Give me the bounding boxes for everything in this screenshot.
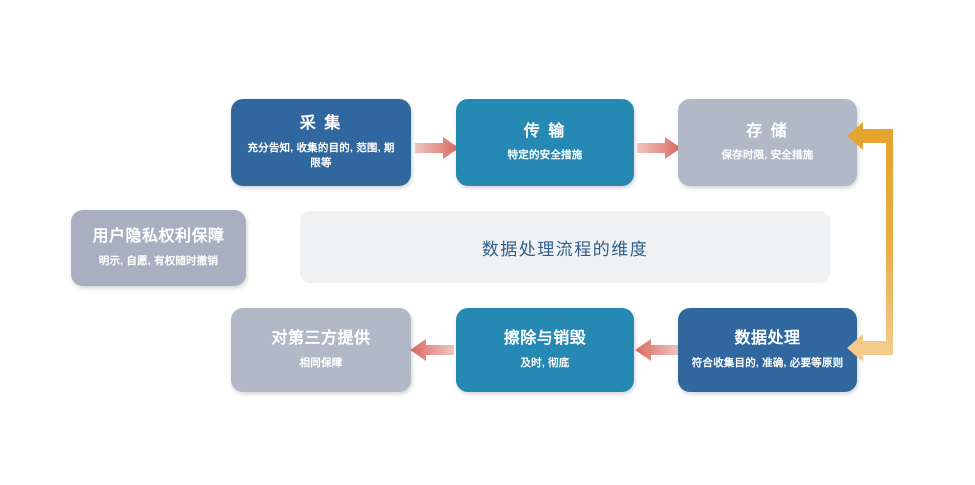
node-destroy-subtitle: 及时, 彻底 [520,356,570,369]
node-collect-subtitle: 充分告知, 收集的目的, 范围, 期限等 [247,141,395,170]
center-label-text: 数据处理流程的维度 [481,239,649,259]
node-store-title: 存 储 [746,122,789,140]
node-privacy-subtitle: 明示, 自愿, 有权随时撤销 [98,254,219,267]
node-thirdparty-title: 对第三方提供 [271,330,371,348]
node-collect-title: 采 集 [299,114,343,132]
node-transmit-subtitle: 特定的安全措施 [507,149,583,162]
node-data-processing[interactable]: 数据处理 符合收集目的, 准确, 必要等原则 [678,308,857,392]
node-process-subtitle: 符合收集目的, 准确, 必要等原则 [691,356,844,369]
node-store-subtitle: 保存时限, 安全措施 [721,149,814,162]
node-privacy-title: 用户隐私权利保障 [92,228,225,246]
node-destroy-title: 擦除与销毁 [503,330,587,348]
arrow-transmit-to-store [637,137,681,159]
arrow-collect-to-transmit [415,137,459,159]
node-transmit[interactable]: 传 输 特定的安全措施 [456,99,634,186]
arrow-process-to-destroy [635,339,679,361]
node-collect[interactable]: 采 集 充分告知, 收集的目的, 范围, 期限等 [231,99,411,186]
arrow-destroy-to-thirdparty [410,339,454,361]
node-thirdparty-subtitle: 相同保障 [299,356,343,369]
node-erase-destroy[interactable]: 擦除与销毁 及时, 彻底 [456,308,634,392]
center-label-panel: 数据处理流程的维度 [300,211,830,283]
node-user-privacy-rights[interactable]: 用户隐私权利保障 明示, 自愿, 有权随时撤销 [71,210,246,286]
arrow-store-process-return-loop [847,122,893,362]
node-third-party-provision[interactable]: 对第三方提供 相同保障 [231,308,411,392]
node-transmit-title: 传 输 [523,122,567,140]
node-process-title: 数据处理 [734,330,801,348]
node-store[interactable]: 存 储 保存时限, 安全措施 [678,99,857,186]
